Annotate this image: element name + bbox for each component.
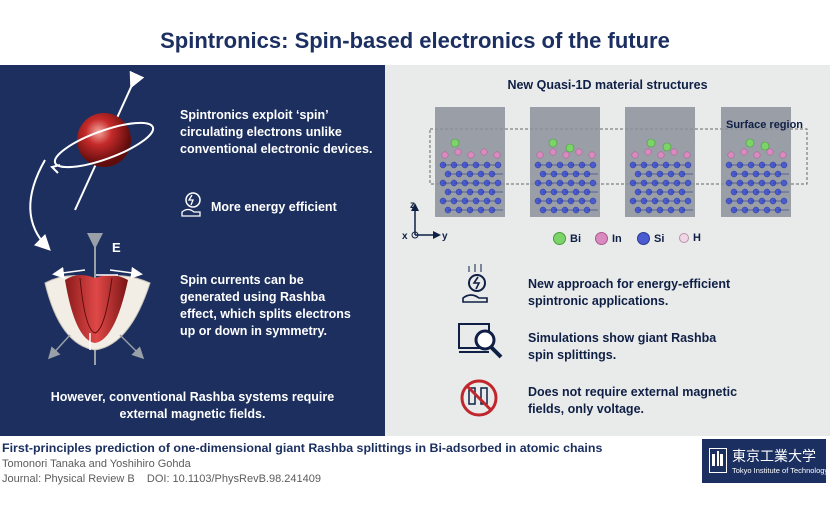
bi-atom [760,141,770,151]
in-atom [467,151,475,159]
point-3-line-2: fields, only voltage. [528,402,644,416]
in-atom [670,148,678,156]
rashba-line-1: Spin currents can be [180,273,304,287]
rashba-line-2: generated using Rashba [180,290,326,304]
bi-atom [450,138,460,148]
si-atom [684,179,692,187]
si-atom [684,161,692,169]
point-3-line-1: Does not require external magnetic [528,385,738,399]
legend-bi: Bi [553,232,581,245]
structures-diagram [429,107,808,217]
point-2-line-1: Simulations show giant Rashba [528,331,717,345]
in-atom [562,151,570,159]
intro-line-3: conventional electronic devices. [180,142,373,156]
si-atom [780,161,788,169]
si-atom [494,161,502,169]
energy-label: More energy efficient [211,200,337,214]
in-atom [657,151,665,159]
si-atom [494,179,502,187]
si-atom [589,197,597,205]
bi-atom [745,138,755,148]
legend-in: In [595,232,622,245]
in-atom [740,148,748,156]
axes-icon [411,203,441,239]
axis-y-label: y [442,231,448,242]
structure-panel-3 [625,107,695,217]
si-atom [780,179,788,187]
left-panel [0,65,385,436]
in-atom [766,148,774,156]
in-atom [727,151,735,159]
however-line-1: However, conventional Rashba systems req… [50,390,335,404]
in-atom [683,151,691,159]
in-atom [549,148,557,156]
however-line-2: external magnetic fields. [119,407,266,421]
in-atom [644,148,652,156]
svg-text:E: E [112,240,121,255]
axis-x-label: x [402,231,408,242]
left-illustrations: E [29,70,201,365]
structure-panel-2 [530,107,600,217]
in-dot-icon [595,232,608,245]
flow-arrow [29,159,51,251]
spin-electron-icon [50,70,155,211]
in-atom [588,151,596,159]
rashba-line-4: up or down in symmetry. [180,324,328,338]
rashba-band-icon: E [44,233,151,365]
tokyo-tech-logo: 東京工業大学 Tokyo Institute of Technology [702,439,829,483]
in-atom [575,148,583,156]
si-atom [494,197,502,205]
structure-panel-1 [435,107,505,217]
bi-atom [565,143,575,153]
point-2-line-2: spin splittings. [528,348,617,362]
legend-h: H [679,232,701,244]
paper-title: First-principles prediction of one-dimen… [2,441,603,455]
logo-main-text: 東京工業大学 [732,449,816,465]
logo-sub-text: Tokyo Institute of Technology [732,466,829,475]
si-atom [684,197,692,205]
in-atom [753,151,761,159]
si-dot-icon [637,232,650,245]
in-atom [480,148,488,156]
in-atom [536,151,544,159]
in-atom [493,151,501,159]
in-atom [454,148,462,156]
intro-line-1: Spintronics exploit ‘spin’ [180,108,329,122]
surface-region-box [429,128,808,185]
axis-z-label: z [410,200,415,211]
si-atom [589,179,597,187]
bi-atom [548,138,558,148]
point-1-line-2: spintronic applications. [528,294,669,308]
structures-heading: New Quasi-1D material structures [507,78,708,92]
bi-dot-icon [553,232,566,245]
bi-atom [662,142,672,152]
h-dot-icon [679,233,689,243]
simulation-magnifier-icon [458,323,503,359]
page-title: Spintronics: Spin-based electronics of t… [160,28,670,53]
paper-authors: Tomonori Tanaka and Yoshihiro Gohda [2,458,191,470]
structure-panel-4 [721,107,791,217]
in-atom [631,151,639,159]
no-magnet-icon [460,379,498,417]
surface-region-label: Surface region [726,119,804,131]
tokyo-tech-emblem-icon [709,448,727,473]
paper-journal: Journal: Physical Review B DOI: 10.1103/… [2,473,321,485]
intro-line-2: circulating electrons unlike [180,125,342,139]
si-atom [589,161,597,169]
in-atom [779,151,787,159]
legend-si: Si [637,232,664,245]
rashba-line-3: effect, which splits electrons [180,307,351,321]
in-atom [441,151,449,159]
point-icons [458,264,503,417]
energy-efficient-icon [181,192,201,217]
point-1-line-1: New approach for energy-efficient [528,277,731,291]
bi-atom [646,138,656,148]
si-atom [780,197,788,205]
energy-hand-icon [462,264,488,303]
